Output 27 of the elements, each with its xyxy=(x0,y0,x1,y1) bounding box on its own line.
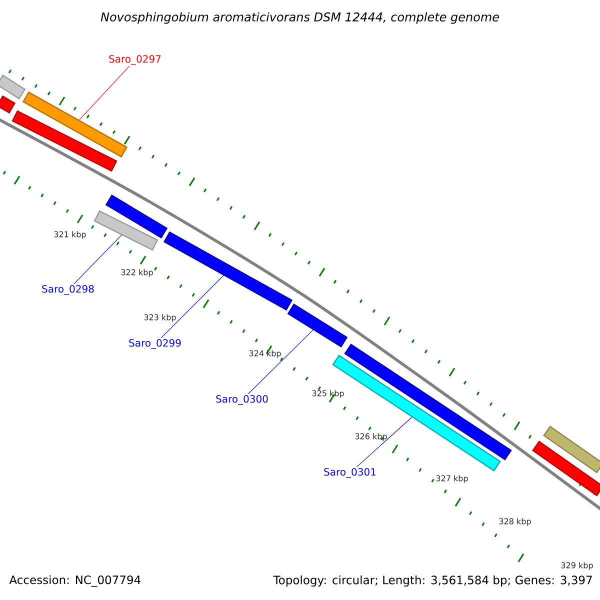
leader-line xyxy=(74,234,122,284)
tick-label: 322 kbp xyxy=(121,269,153,277)
leader-line xyxy=(160,275,224,338)
gene-label: Saro_0301 xyxy=(324,468,376,478)
gene-label: Saro_0298 xyxy=(42,285,94,295)
tick-label: 328 kbp xyxy=(499,518,531,526)
accession-text: Accession: NC_007794 xyxy=(9,575,140,587)
gene-label: Saro_0300 xyxy=(216,395,268,405)
tick-label: 326 kbp xyxy=(355,433,387,441)
tick-label: 325 kbp xyxy=(312,390,344,398)
gene-label: Saro_0297 xyxy=(109,55,161,65)
tick-label: 323 kbp xyxy=(144,314,176,322)
tick-label: 321 kbp xyxy=(54,231,86,239)
tick-label: 327 kbp xyxy=(436,475,468,483)
gene-bar xyxy=(532,440,600,496)
gene-bar xyxy=(94,210,158,251)
gene-bar xyxy=(344,344,512,460)
gene-bar xyxy=(543,426,600,474)
tick-label: 329 kbp xyxy=(561,562,593,570)
tick-label: 324 kbp xyxy=(249,350,281,358)
gene-label: Saro_0299 xyxy=(129,339,181,349)
title: Novosphingobium aromaticivorans DSM 12444, complete genome xyxy=(100,12,499,24)
genome-stats-text: Topology: circular; Length: 3,561,584 bp; Genes: 3,397 xyxy=(273,575,592,587)
leader-line xyxy=(78,66,130,120)
gene-bar xyxy=(0,74,26,100)
leader-line xyxy=(356,416,412,468)
leader-line xyxy=(248,330,314,394)
